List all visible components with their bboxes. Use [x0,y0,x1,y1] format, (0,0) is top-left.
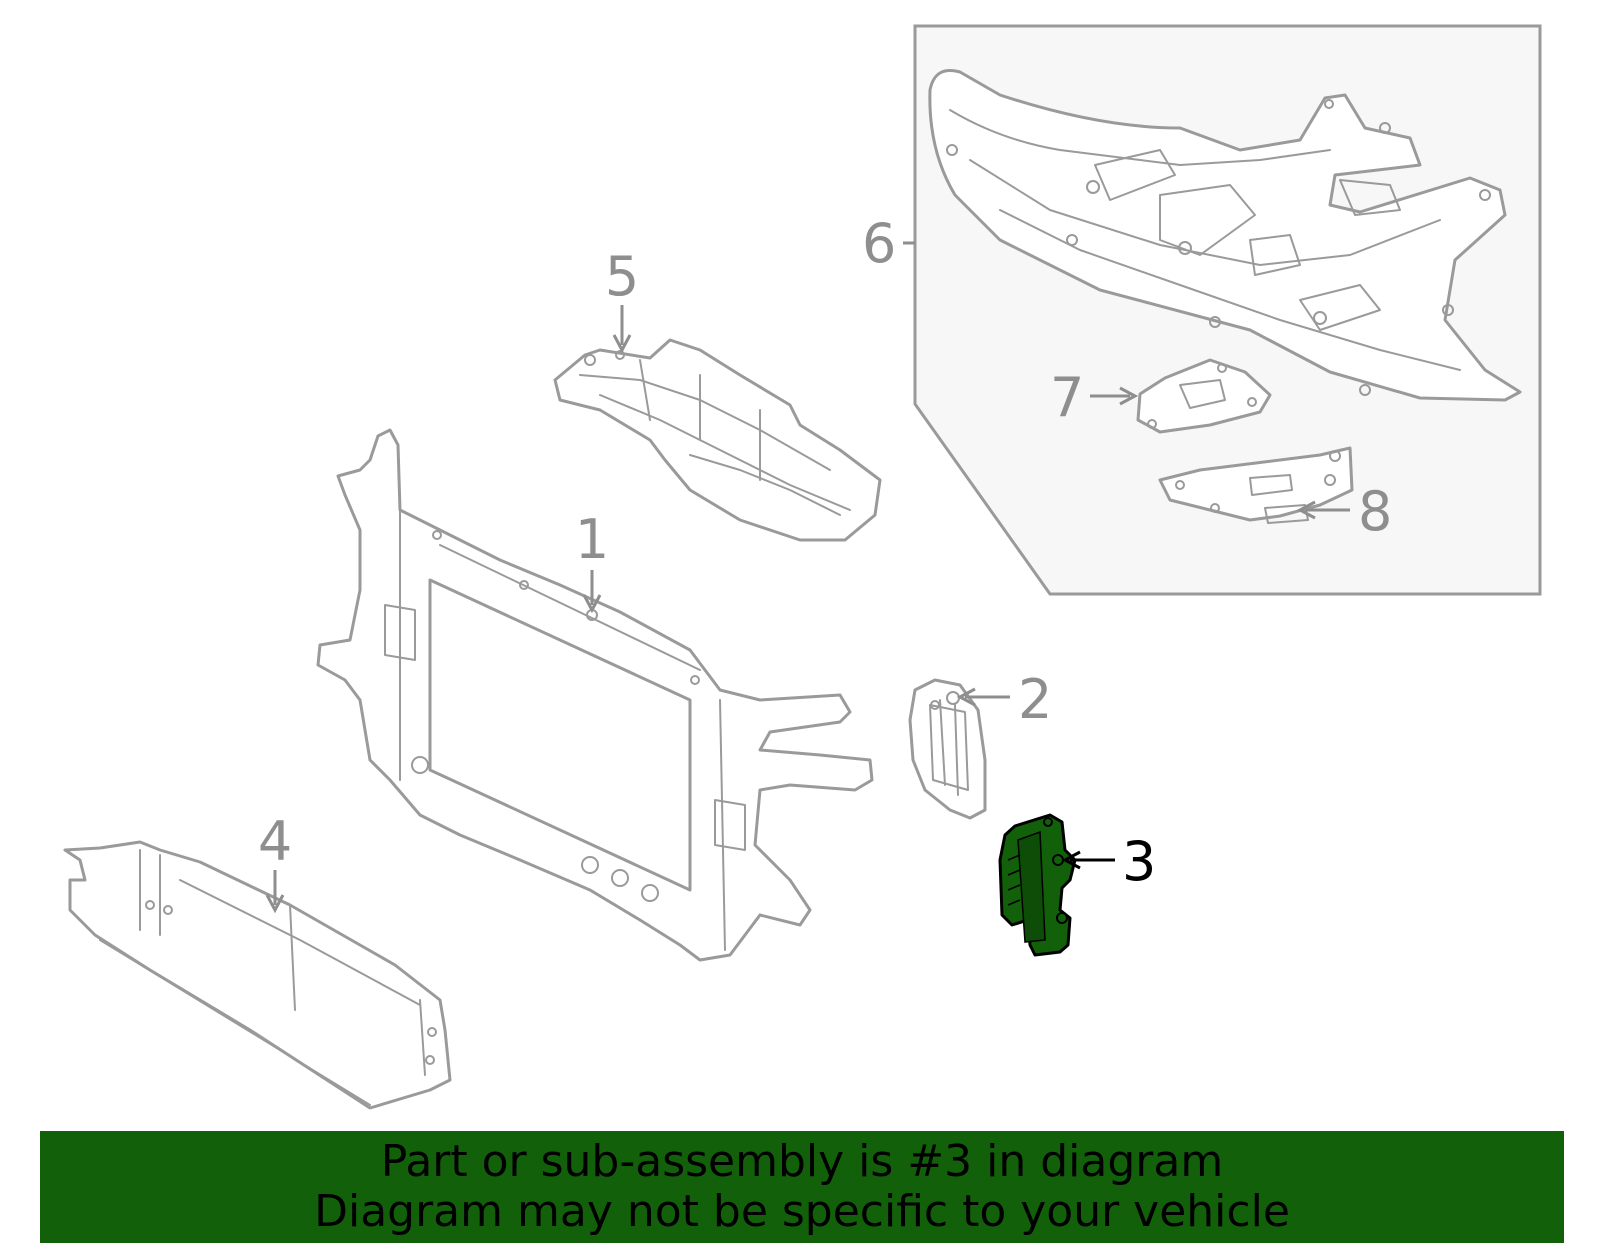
part-7-cover[interactable] [1136,358,1272,434]
callout-7: 7 [1050,366,1084,429]
part-2-bracket[interactable] [908,678,987,820]
banner-line-1: Part or sub-assembly is #3 in diagram [380,1136,1224,1187]
callout-5: 5 [605,245,639,308]
part-1-front-panel[interactable] [316,428,874,962]
callout-arrows [265,241,1350,914]
part-6-under-cover[interactable] [928,69,1522,402]
callout-4: 4 [258,810,292,873]
part-4-air-guide[interactable] [63,840,452,1110]
part-8-bracket[interactable] [1158,446,1354,524]
callout-6: 6 [862,212,896,275]
part-5-upper-cover[interactable] [553,338,882,542]
callout-1: 1 [575,508,609,571]
banner-line-2: Diagram may not be specific to your vehi… [314,1186,1290,1237]
callout-2: 2 [1018,668,1052,731]
callout-8: 8 [1358,480,1392,543]
callout-3: 3 [1122,830,1156,893]
part-3-highlighted-bracket[interactable] [998,813,1077,957]
info-banner: Part or sub-assembly is #3 in diagram Di… [40,1131,1564,1243]
